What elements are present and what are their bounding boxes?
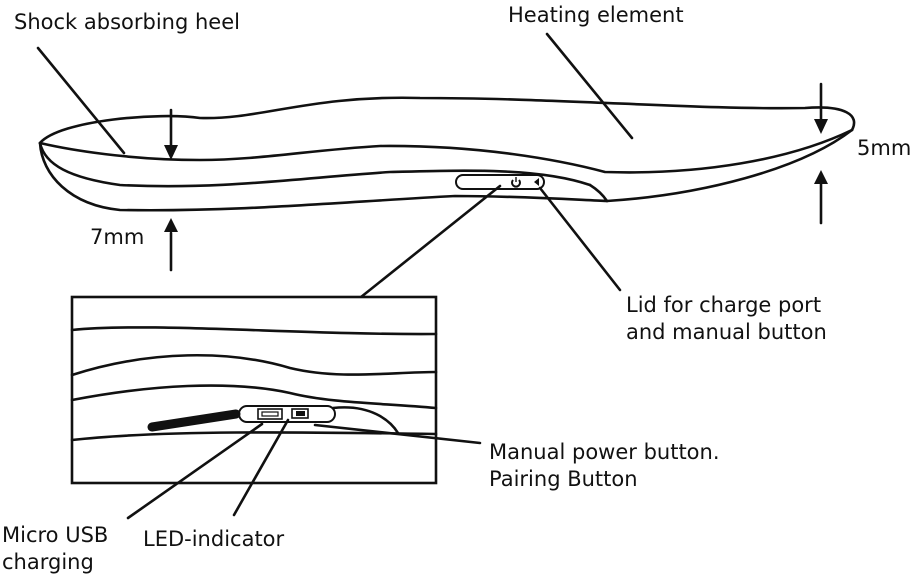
insole-top-outline (38, 96, 856, 145)
toe-thickness-arrows (814, 82, 828, 225)
lid-led-icon (534, 178, 539, 186)
leader-lid (538, 186, 622, 292)
label-lid-line2: and manual button (626, 320, 827, 344)
zoom-layer-1 (70, 353, 438, 377)
leader-power (313, 423, 482, 445)
label-7mm: 7mm (90, 225, 145, 249)
label-heating-element: Heating element (508, 3, 684, 27)
zoom-top-edge (70, 326, 438, 336)
leader-heating (545, 32, 634, 140)
power-button-icon (291, 408, 309, 419)
insole-side-view (38, 96, 856, 212)
leader-led (232, 418, 290, 517)
label-5mm: 5mm (857, 136, 912, 160)
label-lid-line1: Lid for charge port (626, 293, 822, 317)
leader-heel (36, 46, 126, 155)
heel-thickness-arrows (164, 108, 178, 272)
leader-usb (126, 422, 264, 520)
insole-inner-edge (38, 128, 854, 174)
label-power-line1: Manual power button. (489, 440, 720, 464)
micro-usb-port-icon (257, 408, 283, 420)
insole-bottom-outline (38, 128, 854, 212)
label-usb-line2: charging (2, 550, 94, 574)
zoom-layer-2 (70, 384, 438, 410)
zoom-heel-curve (331, 406, 400, 435)
zoom-detail-box (70, 295, 438, 485)
leader-zoom (334, 184, 502, 319)
label-usb-line1: Micro USB (2, 523, 109, 547)
insole-heel-curve (588, 183, 609, 203)
label-led-indicator: LED-indicator (143, 527, 285, 551)
charge-port-lid (455, 174, 545, 190)
lid-outline (455, 174, 545, 190)
insole-middle-layer (38, 141, 592, 188)
label-shock-absorbing-heel: Shock absorbing heel (14, 10, 240, 34)
label-power-line2: Pairing Button (489, 467, 638, 491)
heater-wire (147, 409, 241, 432)
lid-power-icon (511, 177, 521, 188)
